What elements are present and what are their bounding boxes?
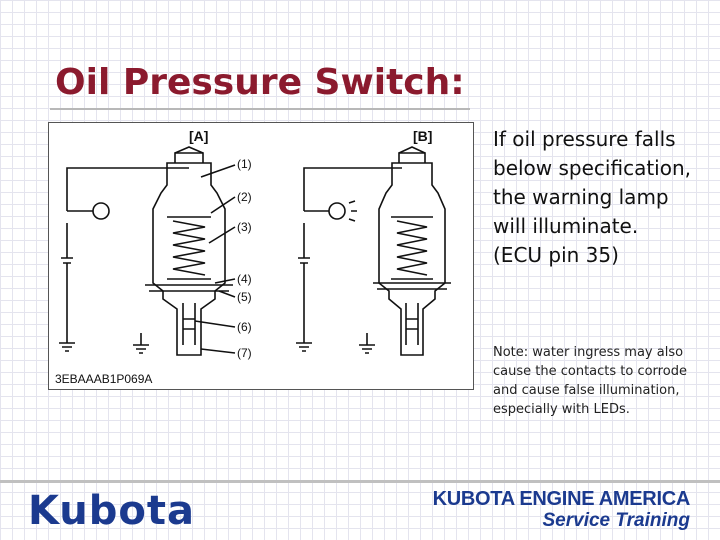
service-training-tagline: Service Training xyxy=(542,510,691,531)
title-divider xyxy=(50,108,470,110)
callout-6: (6) xyxy=(237,320,252,334)
company-name: KUBOTA ENGINE AMERICA xyxy=(432,488,691,510)
footer-divider xyxy=(0,480,720,483)
kubota-logo: Kubota xyxy=(28,488,194,534)
slide-title: Oil Pressure Switch: xyxy=(55,62,465,103)
figure-label-b: [B] xyxy=(413,128,432,144)
callout-3: (3) xyxy=(237,220,252,234)
kubota-logo-mark: Kubota xyxy=(28,488,194,534)
figure-caption: 3EBAAAB1P069A xyxy=(55,372,152,386)
callout-4: (4) xyxy=(237,272,252,286)
logo-wordmark: Kubota xyxy=(28,488,193,530)
body-text: If oil pressure falls below specificatio… xyxy=(493,127,691,267)
callout-1: (1) xyxy=(237,157,252,171)
callout-2: (2) xyxy=(237,190,252,204)
callout-7: (7) xyxy=(237,346,252,360)
switch-cross-section-drawing: [A] [B] (1) (2) (3) (4) (5) (6) (7) 3EBA… xyxy=(55,128,451,386)
oil-pressure-switch-diagram: [A] [B] (1) (2) (3) (4) (5) (6) (7) 3EBA… xyxy=(48,122,474,390)
callout-5: (5) xyxy=(237,290,252,304)
note-text: Note: water ingress may also cause the c… xyxy=(493,345,687,417)
figure-label-a: [A] xyxy=(189,128,208,144)
